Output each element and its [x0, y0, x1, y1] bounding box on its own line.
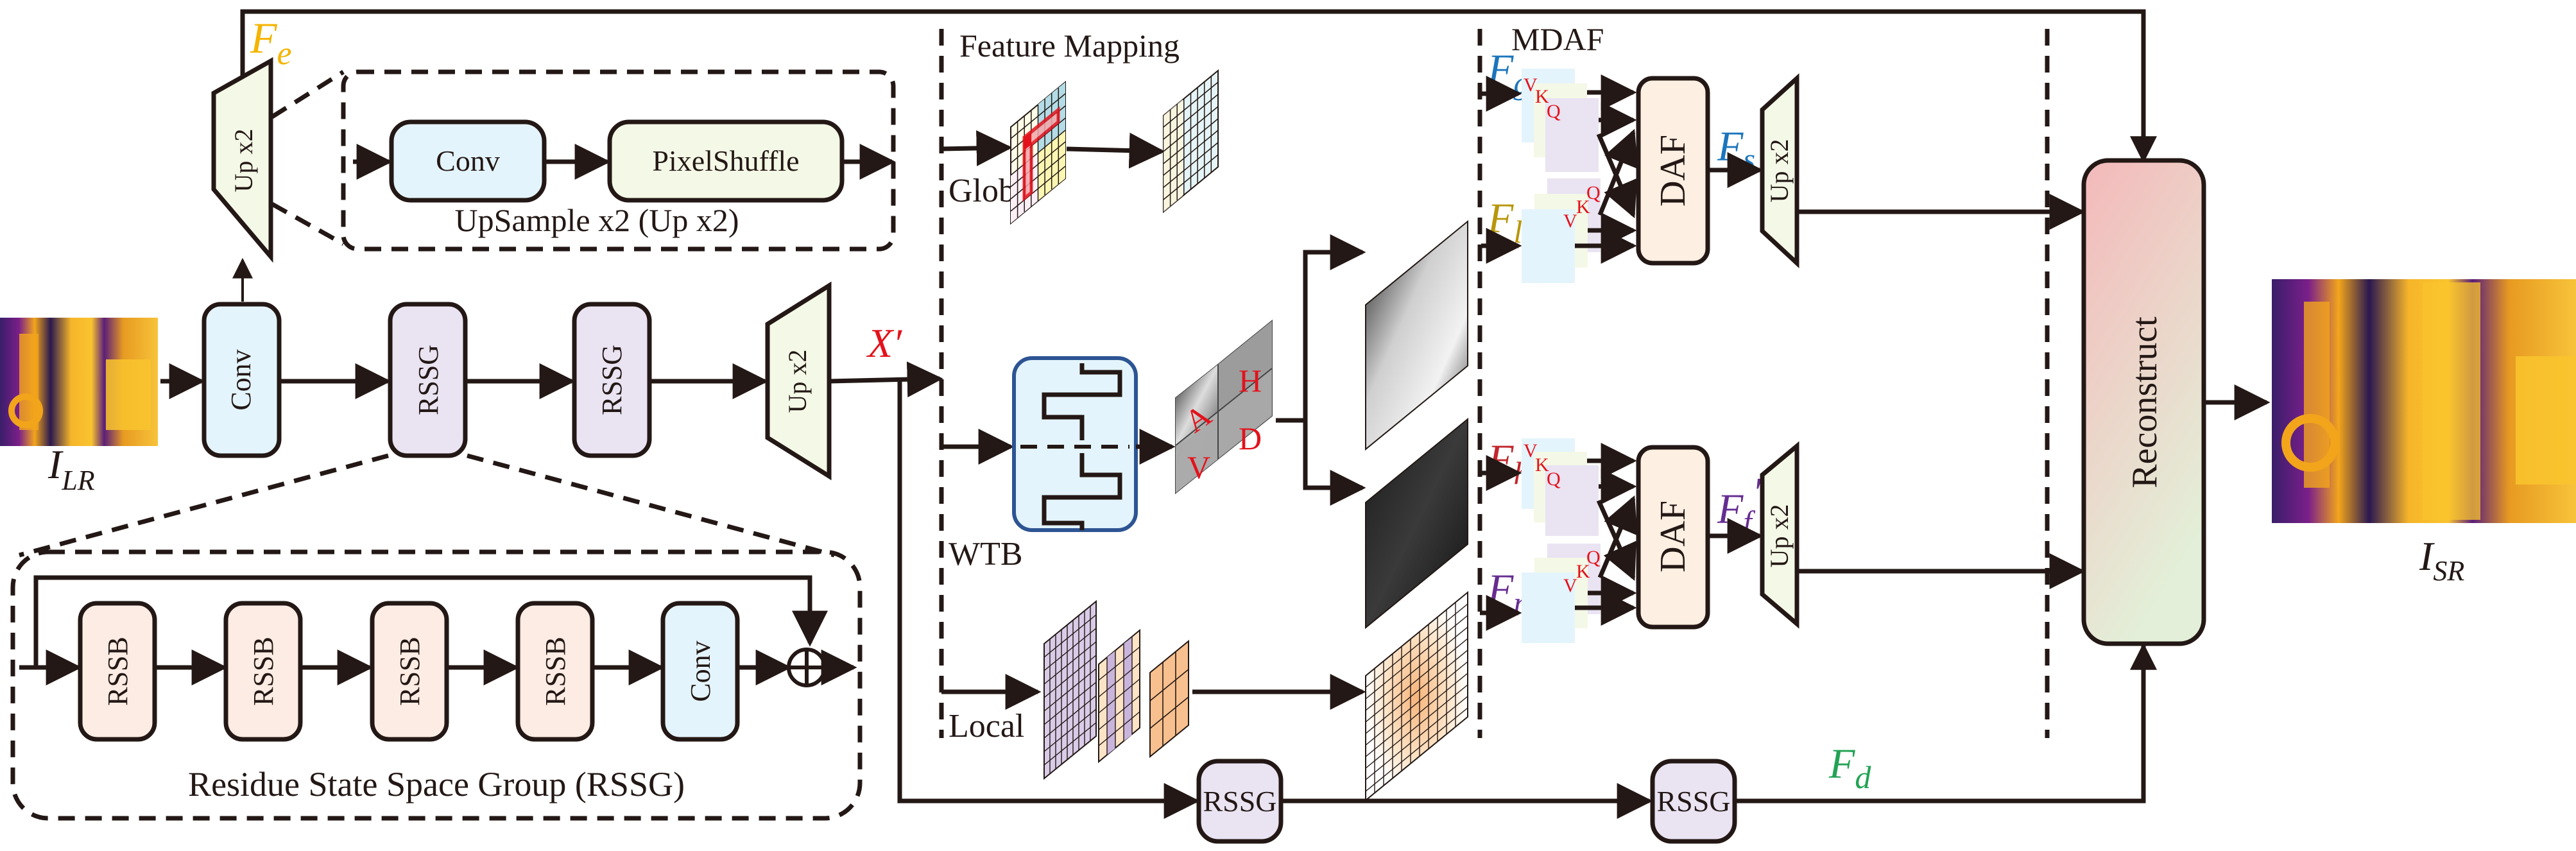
upsample-detail-panel: Conv PixelShuffle UpSample x2 (Up x2): [341, 69, 896, 252]
upsample-conv-label: Conv: [436, 144, 500, 177]
wtb-block: [1012, 356, 1138, 532]
subband-h: H: [1239, 363, 1262, 399]
output-sr-label: ISR: [2419, 533, 2464, 587]
main-rssg-label-1: RSSG: [413, 345, 444, 415]
svg-text:Q: Q: [1586, 547, 1601, 568]
mdaf-upsample-lower: [1760, 441, 1799, 629]
upsample-zoom-guide-top: [271, 70, 345, 119]
rssg-detail-title: Residue State Space Group (RSSG): [188, 765, 685, 804]
rssb-block-1: RSSB: [78, 601, 157, 742]
low-frequency-feature-map: [1365, 219, 1468, 451]
main-upsample-label: Up x2: [783, 350, 812, 413]
svg-text:RSSB: RSSB: [394, 637, 425, 706]
mdaf-title: MDAF: [1511, 21, 1604, 57]
svg-text:V: V: [1524, 74, 1538, 96]
rssg-conv-block: Conv: [660, 601, 740, 742]
rssb-block-3: RSSB: [370, 601, 449, 742]
output-image-sr: [2272, 279, 2576, 523]
bottom-rssg-label-2: RSSG: [1656, 785, 1730, 818]
svg-text:K: K: [1576, 196, 1590, 218]
fd-to-reconstruct: [1735, 642, 2157, 804]
local-grid-output: [1365, 590, 1468, 802]
svg-text:Conv: Conv: [685, 640, 716, 701]
global-grid-input: [1010, 80, 1066, 225]
local-branch-label: Local: [949, 708, 1024, 744]
x-prime-label: X′: [866, 320, 902, 366]
daf-label-upper: DAF: [1653, 135, 1693, 207]
upsample-detail-title: UpSample x2 (Up x2): [455, 202, 739, 238]
rssg-detail-panel: RSSB RSSB RSSB RSSB Conv Residue State: [10, 549, 863, 821]
upsample-top-label: Up x2: [229, 129, 258, 193]
mdaf-upsample-upper: [1760, 73, 1799, 269]
subband-d: D: [1239, 420, 1262, 456]
svg-text:K: K: [1535, 86, 1549, 107]
fl-label: Fl: [1487, 195, 1522, 250]
input-image-lr: [0, 318, 158, 446]
global-grid-output: [1163, 69, 1219, 214]
feature-mapping-title: Feature Mapping: [959, 28, 1180, 64]
svg-text:Up x2: Up x2: [1765, 504, 1794, 568]
bottom-rssg-label-1: RSSG: [1203, 785, 1276, 818]
rssb-block-2: RSSB: [223, 601, 303, 742]
svg-text:K: K: [1576, 561, 1590, 582]
svg-text:Q: Q: [1586, 182, 1601, 203]
rssb-block-4: RSSB: [515, 601, 595, 742]
svg-text:Q: Q: [1547, 468, 1561, 490]
main-rssg-label-2: RSSG: [596, 345, 628, 415]
svg-text:RSSB: RSSB: [540, 637, 571, 706]
svg-text:V: V: [1524, 440, 1538, 461]
pixelshuffle-label: PixelShuffle: [652, 144, 799, 177]
svg-text:V: V: [1563, 211, 1577, 232]
residual-sum-icon: [787, 648, 827, 687]
reconstruct-label: Reconstruct: [2125, 316, 2165, 488]
svg-text:Q: Q: [1547, 101, 1561, 122]
local-grid-small: [1149, 639, 1189, 759]
upsample-zoom-guide-bottom: [271, 202, 345, 246]
fd-label: Fd: [1828, 741, 1871, 795]
wavelet-subbands: A H V D: [1175, 319, 1273, 495]
fh-qkv-stack: V K Q: [1522, 438, 1599, 536]
input-lr-label: ILR: [47, 442, 95, 496]
fm-qkv-stack: Q K V: [1522, 544, 1601, 643]
fg-qkv-stack: V K Q: [1522, 69, 1599, 172]
wtb-branch-label: WTB: [949, 536, 1023, 572]
high-frequency-feature-map: [1365, 417, 1468, 630]
svg-text:V: V: [1563, 575, 1577, 596]
svg-text:K: K: [1535, 454, 1549, 476]
svg-text:RSSB: RSSB: [102, 637, 133, 706]
fe-label: Fe: [250, 13, 292, 72]
main-conv-label: Conv: [225, 349, 257, 410]
daf-label-lower: DAF: [1653, 501, 1693, 572]
svg-text:RSSB: RSSB: [248, 637, 279, 706]
svg-text:Up x2: Up x2: [1765, 139, 1794, 203]
main-upsample-block: [765, 281, 832, 481]
local-grid-medium: [1098, 628, 1140, 764]
subband-v: V: [1187, 449, 1210, 485]
local-grid-large: [1043, 599, 1097, 780]
upsample-block-top: Up x2: [211, 57, 273, 263]
xprime-to-bottom-path: [897, 381, 1200, 819]
fl-qkv-stack: Q K V: [1522, 178, 1601, 283]
